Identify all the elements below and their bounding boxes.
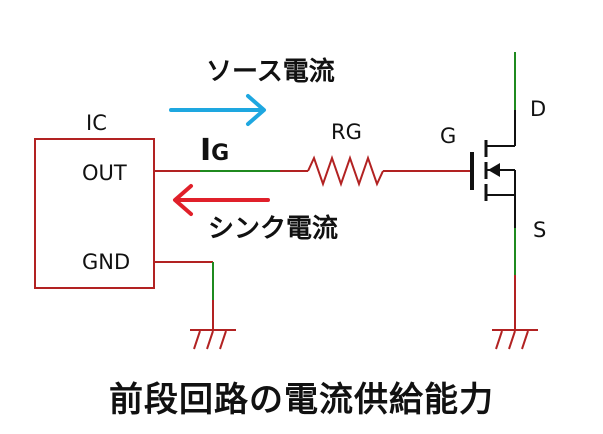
source-current-arrow [169,94,266,126]
mosfet-symbol [470,110,516,228]
resistor-rg [307,154,384,188]
rg-label: RG [331,120,362,144]
out-pin-label: OUT [82,161,127,185]
ground-symbol-ic [190,329,236,350]
gnd-pin-label: GND [82,250,130,274]
ic-block [34,138,155,289]
source-label: S [533,218,546,242]
sink-current-arrow [173,184,270,216]
sink-current-label: シンク電流 [208,214,338,244]
drain-label: D [530,97,546,121]
gate-label: G [440,124,456,148]
ground-symbol-source [492,329,538,350]
ic-label: IC [86,111,107,135]
source-current-label: ソース電流 [206,57,335,87]
ig-label: IG [200,133,229,168]
page-caption: 前段回路の電流供給能力 [109,380,494,420]
